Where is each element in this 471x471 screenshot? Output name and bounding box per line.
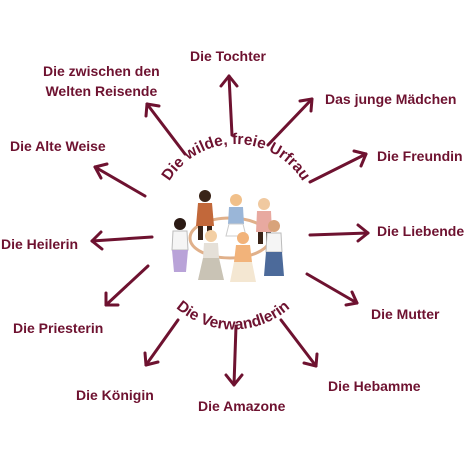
arrow-to-alte-weise <box>93 162 147 198</box>
arrow-to-mutter <box>305 272 359 307</box>
dancer-figure <box>230 232 256 282</box>
label-heilerin: Die Heilerin <box>1 236 79 252</box>
label-junges-maedchen: Das junge Mädchen <box>325 91 457 107</box>
label-koenigin: Die Königin <box>76 387 154 403</box>
arrow-to-freundin <box>308 149 368 184</box>
center-title-bottom: Die Verwandlerin <box>173 298 293 334</box>
arrow-to-heilerin <box>90 230 154 251</box>
dancer-figure <box>225 194 247 237</box>
dancer-figure <box>198 230 224 280</box>
dancer-figure <box>171 218 189 272</box>
arrow-to-hebamme <box>279 318 319 368</box>
arrow-to-liebende <box>308 223 370 243</box>
label-liebende: Die Liebende <box>377 223 465 239</box>
arrow-to-amazone <box>224 324 244 387</box>
arrow-to-junges-maedchen <box>266 97 314 147</box>
label-alte-weise: Die Alte Weise <box>10 138 106 154</box>
dancer-figure <box>264 220 284 276</box>
label-freundin: Die Freundin <box>377 148 463 164</box>
label-amazone: Die Amazone <box>198 398 286 414</box>
center-title-top: Die wilde, freie Urfrau <box>159 131 314 184</box>
circle-of-dancing-women-icon <box>171 190 284 282</box>
arrow-to-reisende <box>144 102 187 156</box>
label-reisende-line1: Die zwischen den <box>43 63 160 79</box>
arrow-to-koenigin <box>143 318 180 367</box>
arrow-to-priesterin <box>104 264 150 307</box>
arrow-to-tochter <box>219 74 239 137</box>
label-reisende-line2: Welten Reisende <box>45 83 158 99</box>
label-tochter: Die Tochter <box>190 48 266 64</box>
label-reisende: Die zwischen den Welten Reisende <box>43 61 160 101</box>
label-mutter: Die Mutter <box>371 306 440 322</box>
label-priesterin: Die Priesterin <box>13 320 104 336</box>
label-hebamme: Die Hebamme <box>328 378 421 394</box>
